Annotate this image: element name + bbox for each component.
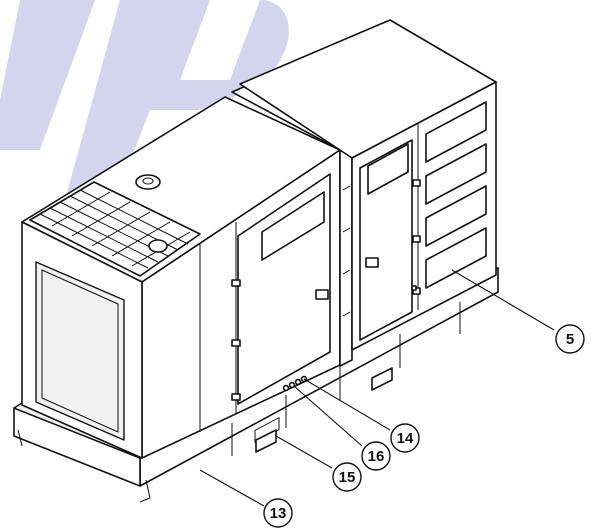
callout-5: 5 bbox=[566, 331, 574, 348]
left-enclosure bbox=[21, 96, 341, 459]
watermark bbox=[0, 0, 289, 200]
door-vent bbox=[261, 191, 325, 261]
callout-13: 13 bbox=[270, 505, 287, 522]
exhaust-cap bbox=[135, 174, 161, 190]
callout-14: 15 bbox=[339, 469, 356, 486]
right-enclosure bbox=[239, 19, 497, 351]
lifting-slot bbox=[255, 367, 393, 453]
upper-vents bbox=[367, 101, 487, 247]
filler-cap bbox=[148, 239, 168, 253]
callouts: 5 14 16 15 13 bbox=[199, 269, 585, 528]
callout-15: 14 bbox=[397, 430, 414, 447]
callout-16: 16 bbox=[368, 448, 385, 465]
control-panel bbox=[282, 375, 308, 392]
end-door bbox=[35, 261, 125, 441]
side-vent-panel bbox=[425, 227, 487, 289]
